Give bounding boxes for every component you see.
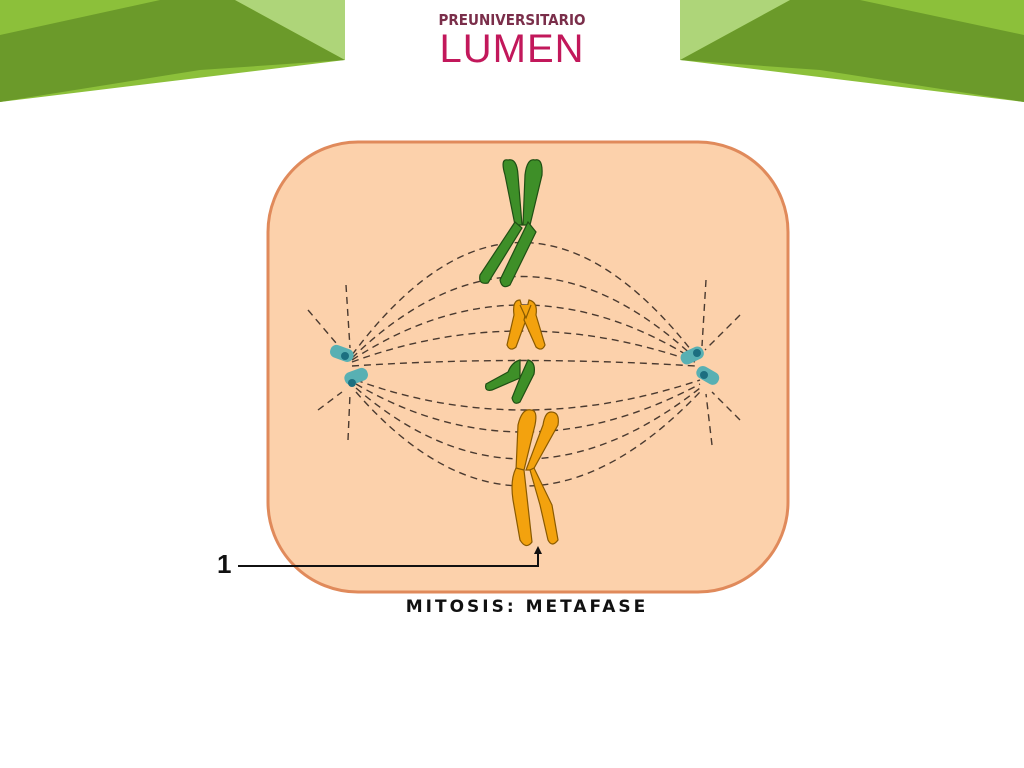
chromosome-green-large xyxy=(479,159,543,288)
banner-right-shade xyxy=(680,0,1024,102)
header-banner xyxy=(0,0,1024,102)
marker-1-label: 1 xyxy=(217,549,232,579)
marker-1-pointer xyxy=(238,546,542,567)
brand-title: LUMEN xyxy=(439,27,585,71)
centrosome-left xyxy=(330,344,368,387)
brand-subtitle: PREUNIVERSITARIO xyxy=(438,11,586,29)
banner-left-shade xyxy=(0,0,345,102)
banner-left-highlight xyxy=(235,0,345,60)
banner-right-highlight xyxy=(680,0,790,60)
chromosome-orange-large xyxy=(511,409,559,547)
diagram-caption: MITOSIS: METAFASE xyxy=(405,597,649,617)
centrosome-right xyxy=(680,346,720,385)
chromosome-green-small xyxy=(485,359,535,404)
chromosome-orange-small xyxy=(506,299,546,350)
brand-logo: PREUNIVERSITARIO LUMEN xyxy=(0,10,1024,71)
